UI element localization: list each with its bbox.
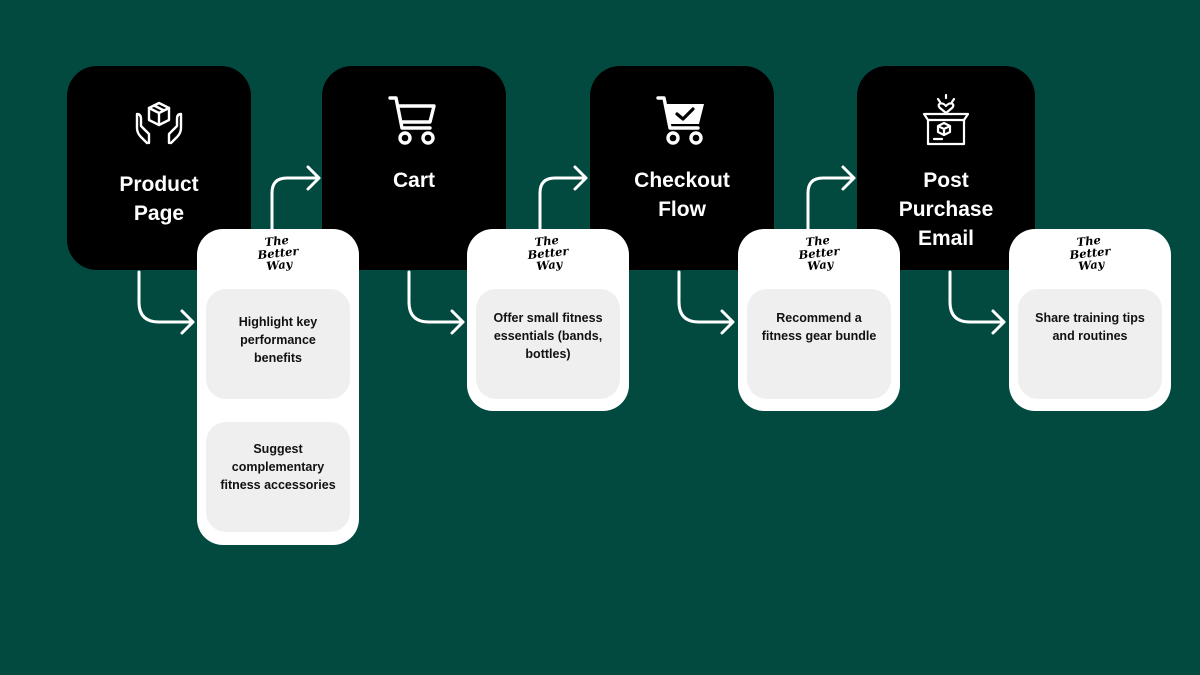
stage-checkout-flow: Checkout Flow: [590, 66, 774, 270]
brand-logo: The Better Way: [256, 232, 300, 274]
card-item: Suggest complementary fitness accessorie…: [206, 422, 350, 532]
arrow-stage2-to-card2: [407, 270, 465, 335]
arrow-card3-to-stage4: [806, 165, 856, 231]
card-item-text: Highlight key performance benefits: [238, 315, 318, 365]
brand-logo: The Better Way: [526, 232, 570, 274]
arrow-stage3-to-card3: [677, 270, 735, 335]
arrow-stage4-to-card4: [948, 270, 1006, 335]
cart-check-icon: [656, 96, 704, 145]
card-item: Recommend a fitness gear bundle: [747, 289, 891, 399]
card-cart: The Better Way Offer small fitness essen…: [467, 229, 629, 411]
card-item-text: Suggest complementary fitness accessorie…: [220, 442, 336, 492]
cart-icon: [388, 96, 436, 145]
card-item: Share training tips and routines: [1018, 289, 1162, 399]
card-post-purchase: The Better Way Share training tips and r…: [1009, 229, 1171, 411]
brand-logo: The Better Way: [1068, 232, 1112, 274]
stage-label: Cart: [392, 169, 435, 192]
card-checkout: The Better Way Recommend a fitness gear …: [738, 229, 900, 411]
card-item: Offer small fitness essentials (bands, b…: [476, 289, 620, 399]
stage-label: Post Purchase Email: [898, 169, 994, 250]
card-item: Highlight key performance benefits: [206, 289, 350, 399]
card-item-text: Share training tips and routines: [1035, 311, 1145, 343]
stage-post-purchase-email: Post Purchase Email: [857, 66, 1035, 270]
card-item-text: Recommend a fitness gear bundle: [761, 311, 877, 343]
card-item-text: Offer small fitness essentials (bands, b…: [493, 311, 603, 361]
stage-label: Checkout Flow: [634, 169, 730, 221]
arrow-stage1-to-card1: [137, 270, 195, 335]
gift-box-heart-icon: [922, 93, 970, 146]
card-product-page: The Better Way Highlight key performance…: [197, 229, 359, 545]
stage-label: Product Page: [119, 173, 199, 225]
hands-box-icon: [135, 101, 183, 145]
arrow-card2-to-stage3: [538, 165, 588, 231]
brand-logo: The Better Way: [797, 232, 841, 274]
arrow-card1-to-stage2: [270, 165, 321, 231]
